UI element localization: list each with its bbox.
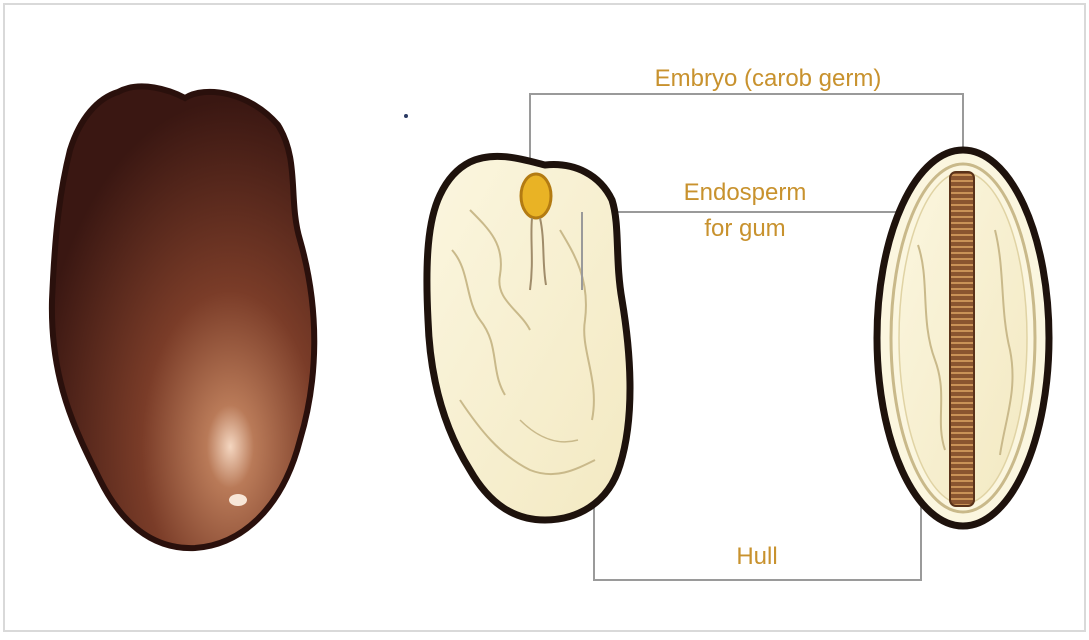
stray-dot	[404, 114, 408, 118]
endosperm-label: Endosperm	[684, 179, 807, 206]
whole-seed	[52, 86, 314, 548]
embryo-germ	[521, 174, 551, 218]
embryo-strip	[950, 172, 974, 506]
seed-highlight	[229, 494, 247, 506]
embryo-label: Embryo (carob germ)	[655, 65, 882, 92]
hull-label: Hull	[736, 543, 777, 570]
endosperm-label-line2: for gum	[704, 215, 785, 242]
embryo-leader-line	[530, 94, 963, 160]
